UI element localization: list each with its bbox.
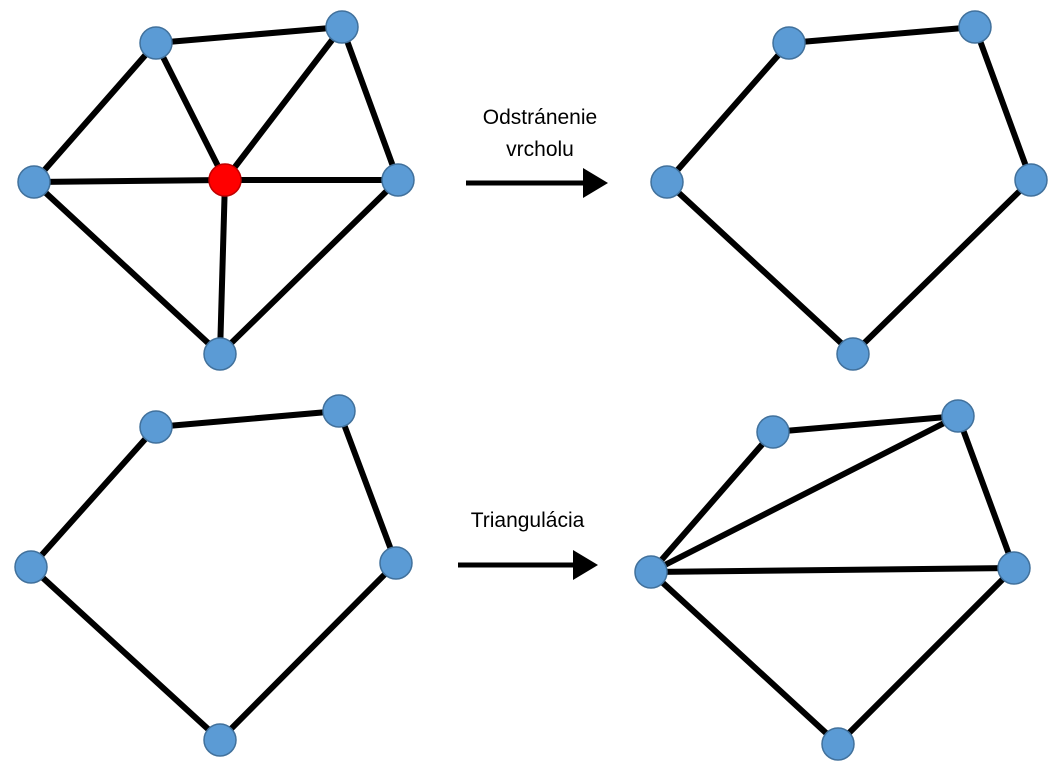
- edge: [786, 24, 978, 46]
- edge: [153, 40, 228, 183]
- edge: [153, 24, 345, 46]
- vertex: [650, 165, 684, 199]
- vertex: [997, 551, 1031, 585]
- vertex: [836, 337, 870, 371]
- vertex: [322, 394, 356, 428]
- diagonal-edge: [648, 565, 1017, 575]
- panel-original-graph: [17, 10, 415, 371]
- vertex-removal-label-line2: vrcholu: [506, 138, 574, 161]
- vertex-removal-label: Odstránenie vrcholu: [460, 102, 620, 166]
- edge: [835, 565, 1017, 747]
- edge: [31, 177, 228, 185]
- vertex-removal-label-line1: Odstránenie: [482, 106, 598, 129]
- edge: [850, 177, 1034, 357]
- vertex: [379, 546, 413, 580]
- edge: [28, 564, 223, 743]
- vertex: [325, 10, 359, 44]
- panel-triangulated-polygon: [634, 399, 1031, 761]
- vertex: [941, 399, 975, 433]
- vertex: [772, 26, 806, 60]
- panel-polygon-before-triangulation: [14, 394, 413, 757]
- panel-after-vertex-removal: [650, 10, 1048, 371]
- triangulation-label: Triangulácia: [445, 505, 610, 537]
- edge: [648, 569, 841, 747]
- vertex: [381, 163, 415, 197]
- vertex: [14, 550, 48, 584]
- vertex: [1014, 163, 1048, 197]
- edge: [648, 429, 776, 575]
- edge: [972, 24, 1034, 183]
- edge: [955, 413, 1017, 571]
- vertex: [17, 165, 51, 199]
- edge: [339, 24, 401, 183]
- vertex: [139, 410, 173, 444]
- edge: [664, 179, 856, 357]
- edge: [217, 560, 399, 743]
- edge: [336, 408, 399, 566]
- edge: [153, 408, 342, 430]
- edge: [664, 40, 792, 185]
- removed-vertex: [208, 163, 242, 197]
- vertex: [756, 415, 790, 449]
- edge: [31, 40, 159, 185]
- vertex: [634, 555, 668, 589]
- vertex: [203, 337, 237, 371]
- vertex: [958, 10, 992, 44]
- edge: [217, 177, 401, 357]
- vertex: [821, 727, 855, 761]
- edge: [217, 177, 228, 357]
- diagonal-edge: [648, 413, 961, 575]
- edge: [770, 413, 961, 435]
- edge: [28, 424, 159, 570]
- triangulation-label-text: Triangulácia: [470, 509, 585, 532]
- vertex: [139, 26, 173, 60]
- edge: [222, 24, 345, 183]
- vertex: [203, 723, 237, 757]
- edge: [31, 179, 223, 357]
